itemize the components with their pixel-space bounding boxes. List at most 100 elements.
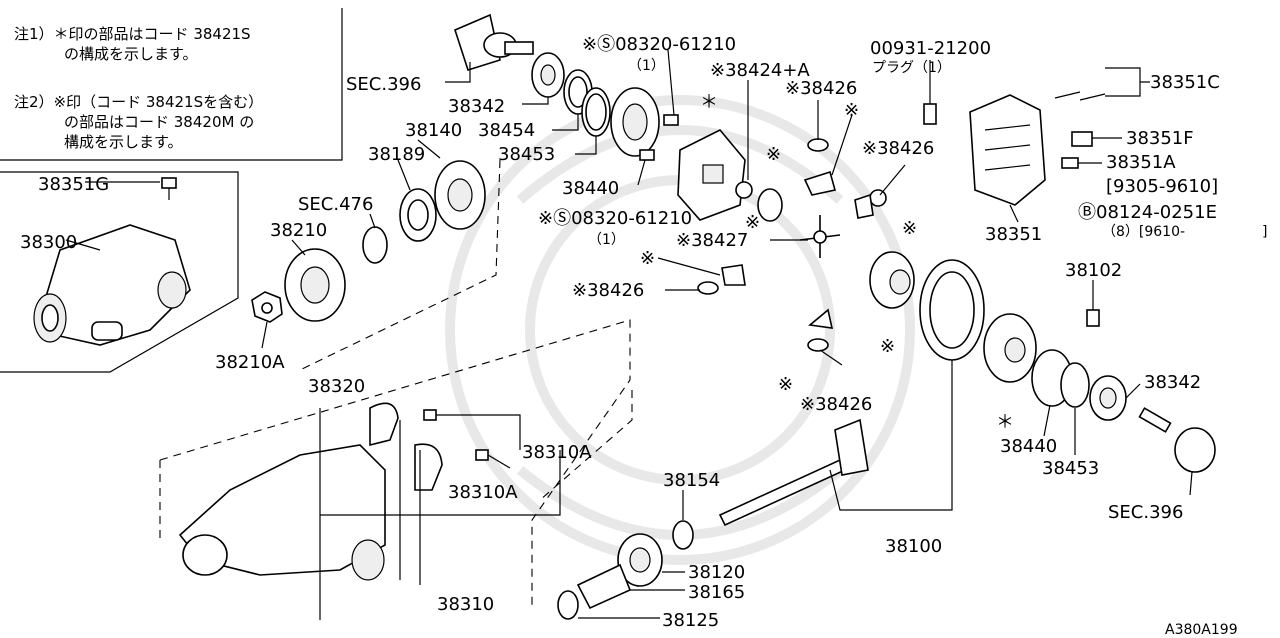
label-38424A: ※38424+A [710,60,810,81]
spacer-38154 [672,520,694,550]
note-1-line-2: の構成を示します。 [64,45,198,63]
label-38351A: 38351A [1106,152,1176,173]
label-kome-1: ※ [844,100,859,121]
bearing-38342-top [531,52,565,98]
label-38210: 38210 [270,220,327,241]
companion-flange-right [1138,407,1216,473]
diff-case-center [677,129,746,221]
washer-38424 [735,181,753,199]
label-38300: 38300 [20,232,77,253]
pinion-shaft-38427 [799,215,841,258]
note-1: 注1）＊印の部品はコード 38421S の構成を示します。 [14,24,251,64]
breather-38351G [161,177,177,200]
spacer-38189 [399,188,437,242]
note-2-line-3: 構成を示します。 [64,133,183,151]
plug-00931 [923,103,937,125]
label-38310: 38310 [437,594,494,615]
studs-38351C [1054,91,1106,101]
label-38342-right: 38342 [1144,372,1201,393]
label-asterisk-top: ＊ [700,92,718,113]
bearing-right [1031,349,1127,421]
label-kome-4: ※ [902,218,917,239]
label-38426-b: ※38426 [862,138,934,159]
label-plug-name: プラグ（1） [872,60,951,76]
label-38165: 38165 [688,582,745,603]
leader-lines [65,49,1193,620]
label-sec396-right: SEC.396 [1108,502,1183,523]
label-bolt2-qty: （1） [588,232,625,248]
ring-gear [919,259,985,361]
bearing-caps-38320 [369,402,443,491]
label-38454: 38454 [478,120,535,141]
label-38100: 38100 [885,536,942,557]
diff-case-right [983,313,1037,383]
label-bolt1-qty: （1） [628,58,665,74]
label-38426-c: ※38426 [572,280,644,301]
bolt-08320-bottom [639,149,655,161]
pinion-gears [721,170,874,329]
label-kome-5: ※ [640,248,655,269]
label-kome-7: ※ [778,374,793,395]
label-38310A-a: 38310A [522,442,592,463]
label-38351C: 38351C [1150,72,1220,93]
label-38426-d: ※38426 [800,394,872,415]
note-1-line-1: 注1）＊印の部品はコード 38421S [14,25,251,43]
label-38440-right: 38440 [1000,436,1057,457]
label-38453-right: 38453 [1042,458,1099,479]
bolt-08320-top [663,114,679,126]
label-38342-top: 38342 [448,96,505,117]
seal-sec476 [362,226,388,264]
side-gear-right [869,251,915,309]
figure-id: A380A199 [1165,622,1238,638]
label-38320: 38320 [308,376,365,397]
label-sec396-top: SEC.396 [346,74,421,95]
bearing-38440-top [610,87,660,157]
label-bolt3: Ⓑ08124-0251E [1078,202,1217,223]
label-38453-top: 38453 [498,144,555,165]
label-38154: 38154 [663,470,720,491]
dashed-group-lines [159,159,633,610]
label-38189: 38189 [368,144,425,165]
plug-38351F [1071,131,1093,147]
label-38120: 38120 [688,562,745,583]
thrust-washers-38426 [697,138,887,352]
label-sec476: SEC.476 [298,194,373,215]
label-38125: 38125 [662,610,719,631]
collapsible-spacer-38165 [576,563,632,610]
label-kome-6: ※ [880,336,895,357]
label-38351F: 38351F [1126,128,1194,149]
label-38351A-range: [9305-9610] [1106,176,1218,197]
label-kome-3: ※ [745,212,760,233]
bearing-38120 [617,533,663,587]
seal-38454 [563,69,593,115]
carrier-38310 [178,444,386,581]
inset-frame [0,171,239,373]
label-plug-code: 00931-21200 [870,38,991,59]
shim-38125 [557,590,579,620]
drive-pinion-38100 [718,418,869,527]
companion-flange-top [454,13,534,71]
label-38210A: 38210A [215,352,285,373]
label-bolt2: ※Ⓢ08320-61210 [538,208,692,229]
label-bolt3-qty: （8）[9610- [1102,224,1185,240]
label-38426-a: ※38426 [785,78,857,99]
label-bolt1: ※Ⓢ08320-61210 [582,34,736,55]
part-labels: 38351G 38300 SEC.396 38342 38454 38140 3… [20,34,1267,638]
label-38427: ※38427 [676,230,748,251]
flange-38210 [284,248,346,322]
differential-assembly-38300 [33,224,191,346]
label-38310A-b: 38310A [448,482,518,503]
side-gear-left [757,188,783,222]
label-38351: 38351 [985,224,1042,245]
label-38140: 38140 [405,120,462,141]
notes-box [0,8,343,161]
bearing-38140 [434,160,486,230]
label-38102: 38102 [1065,260,1122,281]
label-asterisk-right: ＊ [996,412,1014,433]
rear-cover-38351 [969,94,1046,206]
note-2-line-1: 注2）※印（コード 38421Sを含む） [14,93,264,111]
bolt-38102 [1086,309,1100,327]
label-38351G: 38351G [38,174,109,195]
label-bolt3-close: ] [1262,224,1267,240]
